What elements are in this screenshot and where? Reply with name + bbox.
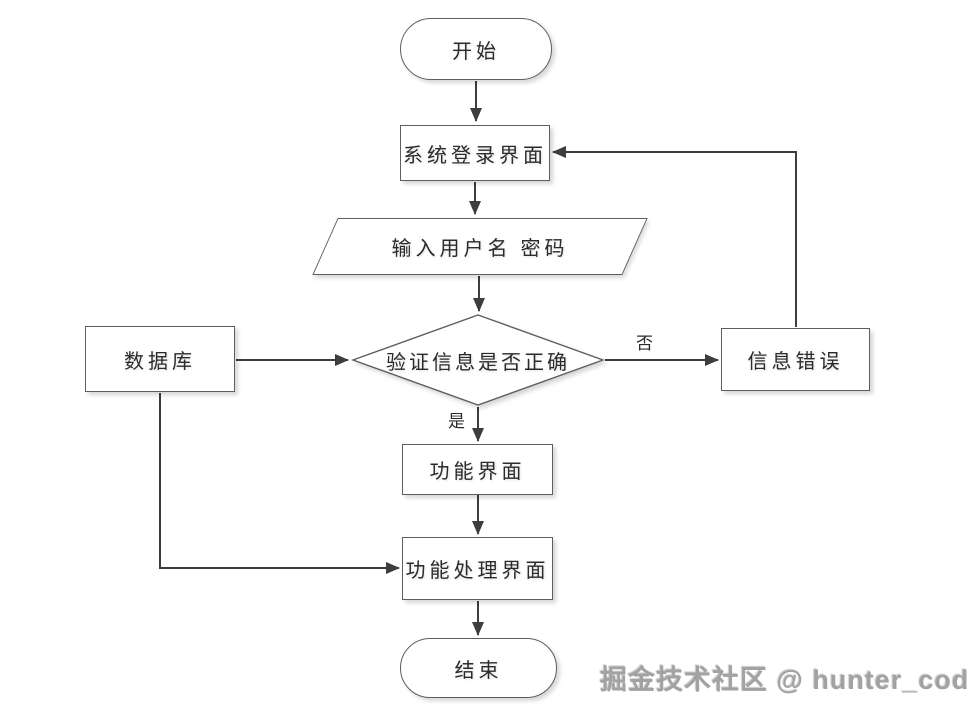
edge-label-yes: 是 [448, 412, 465, 431]
edge-database-to-handle [159, 393, 400, 574]
node-database: 数据库 [85, 326, 235, 392]
watermark-text: 掘金技术社区 @ hunter_code [600, 665, 967, 695]
node-end: 结束 [400, 638, 557, 698]
node-verify: 验证信息是否正确 [350, 313, 606, 407]
node-function-label: 功能界面 [429, 461, 526, 483]
node-login: 系统登录界面 [400, 125, 550, 181]
diamond-shape [350, 314, 606, 406]
node-login-label: 系统登录界面 [403, 144, 547, 167]
node-handle: 功能处理界面 [402, 537, 553, 600]
node-start-label: 开始 [452, 40, 500, 63]
node-database-label: 数据库 [124, 350, 196, 373]
node-input-label: 输入用户名 密码 [391, 238, 569, 260]
node-error: 信息错误 [721, 328, 870, 391]
node-error-label: 信息错误 [747, 351, 844, 373]
edge-label-no: 否 [636, 334, 653, 353]
node-end-label: 结束 [454, 659, 503, 682]
node-input: 输入用户名 密码 [312, 218, 648, 275]
node-start: 开始 [400, 18, 552, 80]
node-verify-label: 验证信息是否正确 [386, 351, 570, 374]
node-handle-label: 功能处理界面 [405, 560, 550, 582]
node-function: 功能界面 [402, 444, 553, 495]
